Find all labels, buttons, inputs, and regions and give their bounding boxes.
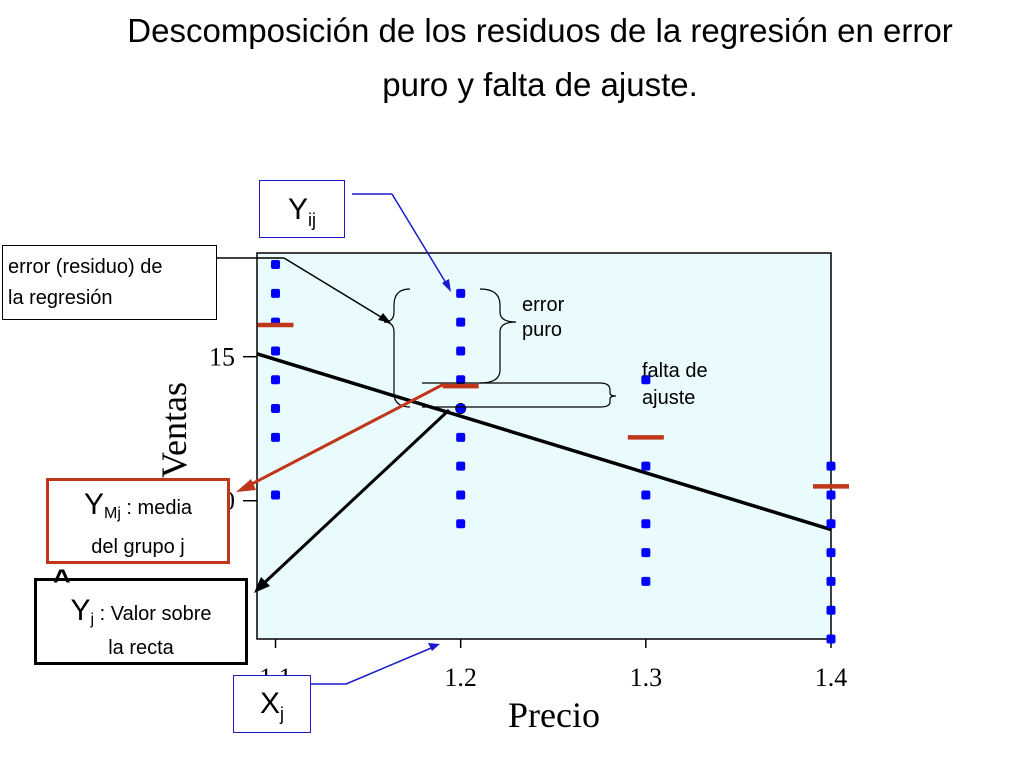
data-point (456, 461, 466, 471)
lack-of-fit-label-line1: falta de (642, 360, 708, 382)
data-point (456, 404, 466, 414)
yj-hat-arrowhead (254, 577, 270, 593)
data-point (826, 605, 836, 615)
data-point (271, 490, 281, 500)
yj-hat-text: : Valor sobre (94, 603, 212, 625)
data-point (271, 260, 281, 270)
plot-area (256, 252, 832, 640)
data-point (271, 404, 281, 414)
ymj-text: : media (120, 497, 193, 519)
annotation-lines (216, 193, 617, 685)
regression-residual-line2: la regresión (8, 287, 113, 309)
yij-main: Y (287, 193, 308, 226)
ymj-arrow-line (245, 382, 445, 489)
slide-title: Descomposición de los residuos de la reg… (60, 4, 1020, 112)
data-point (456, 375, 466, 385)
data-point (641, 519, 651, 529)
data-point (456, 432, 466, 442)
data-point (641, 576, 651, 586)
data-point (826, 576, 836, 586)
lack-of-fit-brace (422, 382, 617, 408)
data-point (456, 317, 466, 327)
ymj-label-box: YMj : media del grupo j (46, 478, 230, 564)
ymj-arrowhead (236, 479, 256, 492)
xj-arrowhead (428, 643, 440, 651)
data-point (456, 490, 466, 500)
residual-arrowhead (378, 313, 391, 323)
yj-hat-line2: la recta (108, 637, 174, 660)
yij-arrowhead (442, 279, 451, 292)
yj-hat-caret: ^ (53, 564, 71, 597)
data-point (271, 375, 281, 385)
data-point (826, 548, 836, 558)
group-means (257, 322, 849, 489)
data-point (641, 375, 651, 385)
yj-hat-label-box: ^ Yj : Valor sobre la recta (34, 565, 248, 665)
xj-main: X (259, 687, 280, 720)
lack-of-fit-label-line2: ajuste (642, 387, 695, 409)
residual-brace (383, 288, 411, 408)
data-point (826, 490, 836, 500)
regression-residual-box: error (residuo) de la regresión (2, 245, 217, 320)
data-point (271, 346, 281, 356)
data-point (456, 519, 466, 529)
xj-label-box: Xj (233, 675, 311, 733)
data-point (456, 288, 466, 298)
x-tick-label: 1.4 (815, 663, 848, 692)
residual-pointer-diagonal (283, 257, 387, 321)
ymj-line2: del grupo j (91, 536, 185, 559)
x-tick-label: 1.2 (444, 663, 477, 692)
xj-pointer-diagonal (345, 645, 437, 685)
data-point (826, 634, 836, 644)
yij-sub: ij (308, 210, 316, 230)
regression-line (256, 352, 832, 532)
yij-pointer-diagonal (391, 193, 450, 289)
data-point (271, 432, 281, 442)
yj-hat-main: Y (70, 594, 91, 627)
pure-error-label-line2: puro (522, 319, 562, 341)
data-point (641, 548, 651, 558)
data-point (826, 461, 836, 471)
data-point (641, 461, 651, 471)
data-point (826, 519, 836, 529)
pure-error-label-line1: error (522, 294, 565, 316)
slide-title-line1: Descomposición de los residuos de la reg… (127, 12, 953, 49)
regression-residual-line1: error (residuo) de (8, 256, 163, 278)
data-point (456, 346, 466, 356)
ymj-main: Y (83, 488, 104, 521)
data-points (271, 260, 836, 644)
y-tick-label: 15 (209, 343, 235, 372)
x-tick-label: 1.3 (630, 663, 663, 692)
x-axis-label: Precio (508, 695, 600, 735)
data-point (641, 490, 651, 500)
xj-sub: j (280, 704, 284, 724)
yj-hat-sub: j (90, 611, 95, 629)
pure-error-brace (479, 288, 517, 384)
ymj-sub: Mj (103, 505, 121, 523)
data-point (271, 288, 281, 298)
yij-label-box: Yij (259, 180, 345, 238)
slide-title-line2: puro y falta de ajuste. (382, 66, 698, 103)
yj-hat-arrow-line (260, 408, 451, 587)
y-axis-label: Ventas (154, 382, 194, 478)
